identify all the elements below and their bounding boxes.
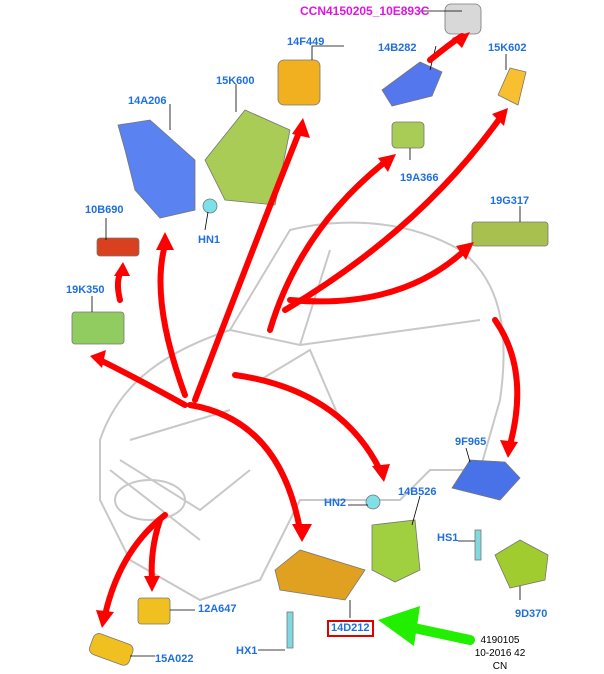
label-HS1: HS1 xyxy=(437,532,459,544)
arrow-14D212 xyxy=(187,402,303,533)
label-19A366: 19A366 xyxy=(400,172,439,184)
label-HX1: HX1 xyxy=(236,645,258,657)
label-15K600: 15K600 xyxy=(216,75,255,87)
arrow-15K602 xyxy=(282,115,503,313)
fastener-HS1 xyxy=(474,529,482,561)
module-19K350 xyxy=(71,311,125,345)
label-HN2: HN2 xyxy=(324,497,347,509)
label-19K350: 19K350 xyxy=(66,284,105,296)
module-10B690 xyxy=(96,237,140,257)
arrow-14B526 xyxy=(232,372,383,473)
fastener-HX1 xyxy=(286,611,294,649)
label-15K602: 15K602 xyxy=(488,42,527,54)
module-14F449 xyxy=(277,59,321,106)
footer-code: 4190105 xyxy=(480,635,520,646)
label-ccn: CCN4150205_10E893C xyxy=(300,4,430,18)
arrow-15A022 xyxy=(102,512,168,618)
module-14B282 xyxy=(381,61,443,107)
module-15K602 xyxy=(497,67,527,106)
label-14A206: 14A206 xyxy=(128,95,167,107)
green-pointer-arrow xyxy=(378,606,475,646)
label-12A647: 12A647 xyxy=(198,603,237,615)
arrow-19G317 xyxy=(287,247,468,305)
footer-date: 10-2016 42 xyxy=(474,648,526,659)
module-19A366 xyxy=(391,121,425,149)
arrow-12A647 xyxy=(148,517,163,583)
label-HN1: HN1 xyxy=(198,234,221,246)
label-9F965: 9F965 xyxy=(455,436,487,448)
label-14B282: 14B282 xyxy=(378,42,417,54)
module-9D370 xyxy=(494,539,549,589)
vehicle-outline xyxy=(99,221,505,602)
fastener-HN1 xyxy=(202,198,218,214)
module-14B526 xyxy=(371,519,421,583)
footer-region: CN xyxy=(492,661,508,672)
label-15A022: 15A022 xyxy=(155,653,194,665)
label-10B690: 10B690 xyxy=(85,204,124,216)
arrow-9F965 xyxy=(492,317,521,448)
module-12A647 xyxy=(137,597,171,625)
arrow-14F449 xyxy=(192,127,303,403)
arrow-19A366 xyxy=(267,159,388,333)
components xyxy=(71,3,549,666)
label-19G317: 19G317 xyxy=(490,195,530,207)
fastener-HN2 xyxy=(365,494,381,510)
arrow-19K350 xyxy=(97,357,188,408)
arrow-14A206 xyxy=(157,242,188,398)
red-arrows xyxy=(97,33,521,618)
label-14B526: 14B526 xyxy=(398,486,437,498)
label-14D212-highlighted: 14D212 xyxy=(327,620,374,637)
label-9D370: 9D370 xyxy=(515,608,548,620)
label-14F449: 14F449 xyxy=(287,36,325,48)
bracket-14A206 xyxy=(117,119,196,219)
ccn-module xyxy=(444,3,482,35)
module-19G317 xyxy=(471,221,549,247)
module-9F965 xyxy=(451,459,521,501)
module-14D212 xyxy=(274,549,366,601)
footer-info: 4190105 10-2016 42 CN xyxy=(470,634,530,673)
arrowheads xyxy=(90,32,518,628)
module-15A022 xyxy=(89,633,134,666)
